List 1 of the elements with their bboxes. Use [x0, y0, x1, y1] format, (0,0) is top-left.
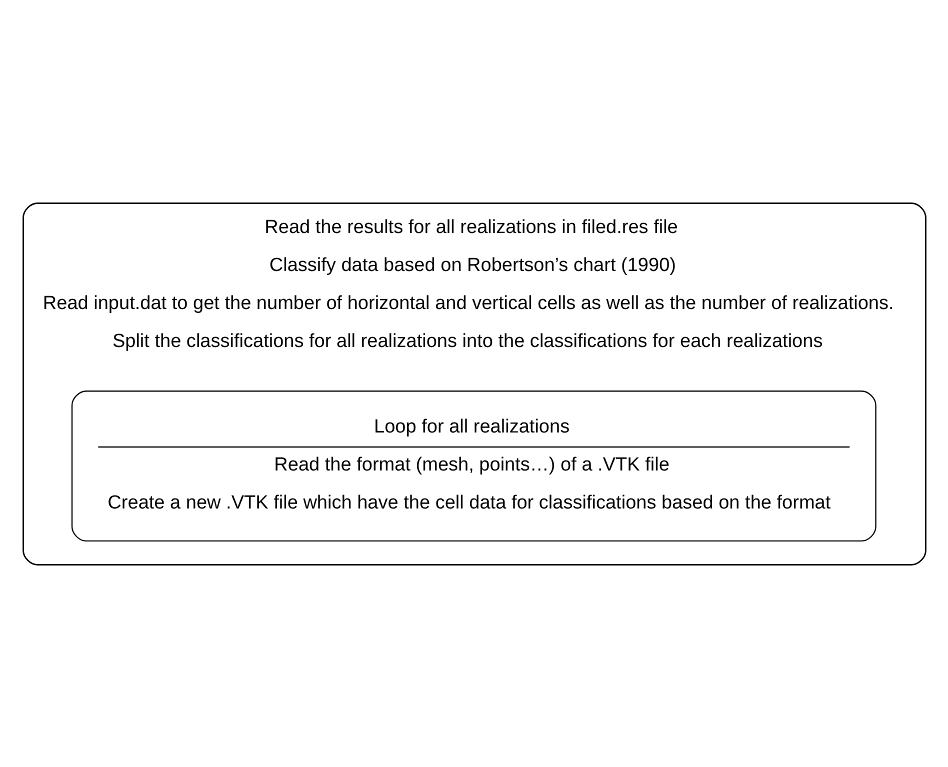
node-box: Loop for all realizations Read the format (mesh, points…) of a .VTK file Create a new .VTK file which have the cell data for classifications based on the format [70, 390, 876, 542]
